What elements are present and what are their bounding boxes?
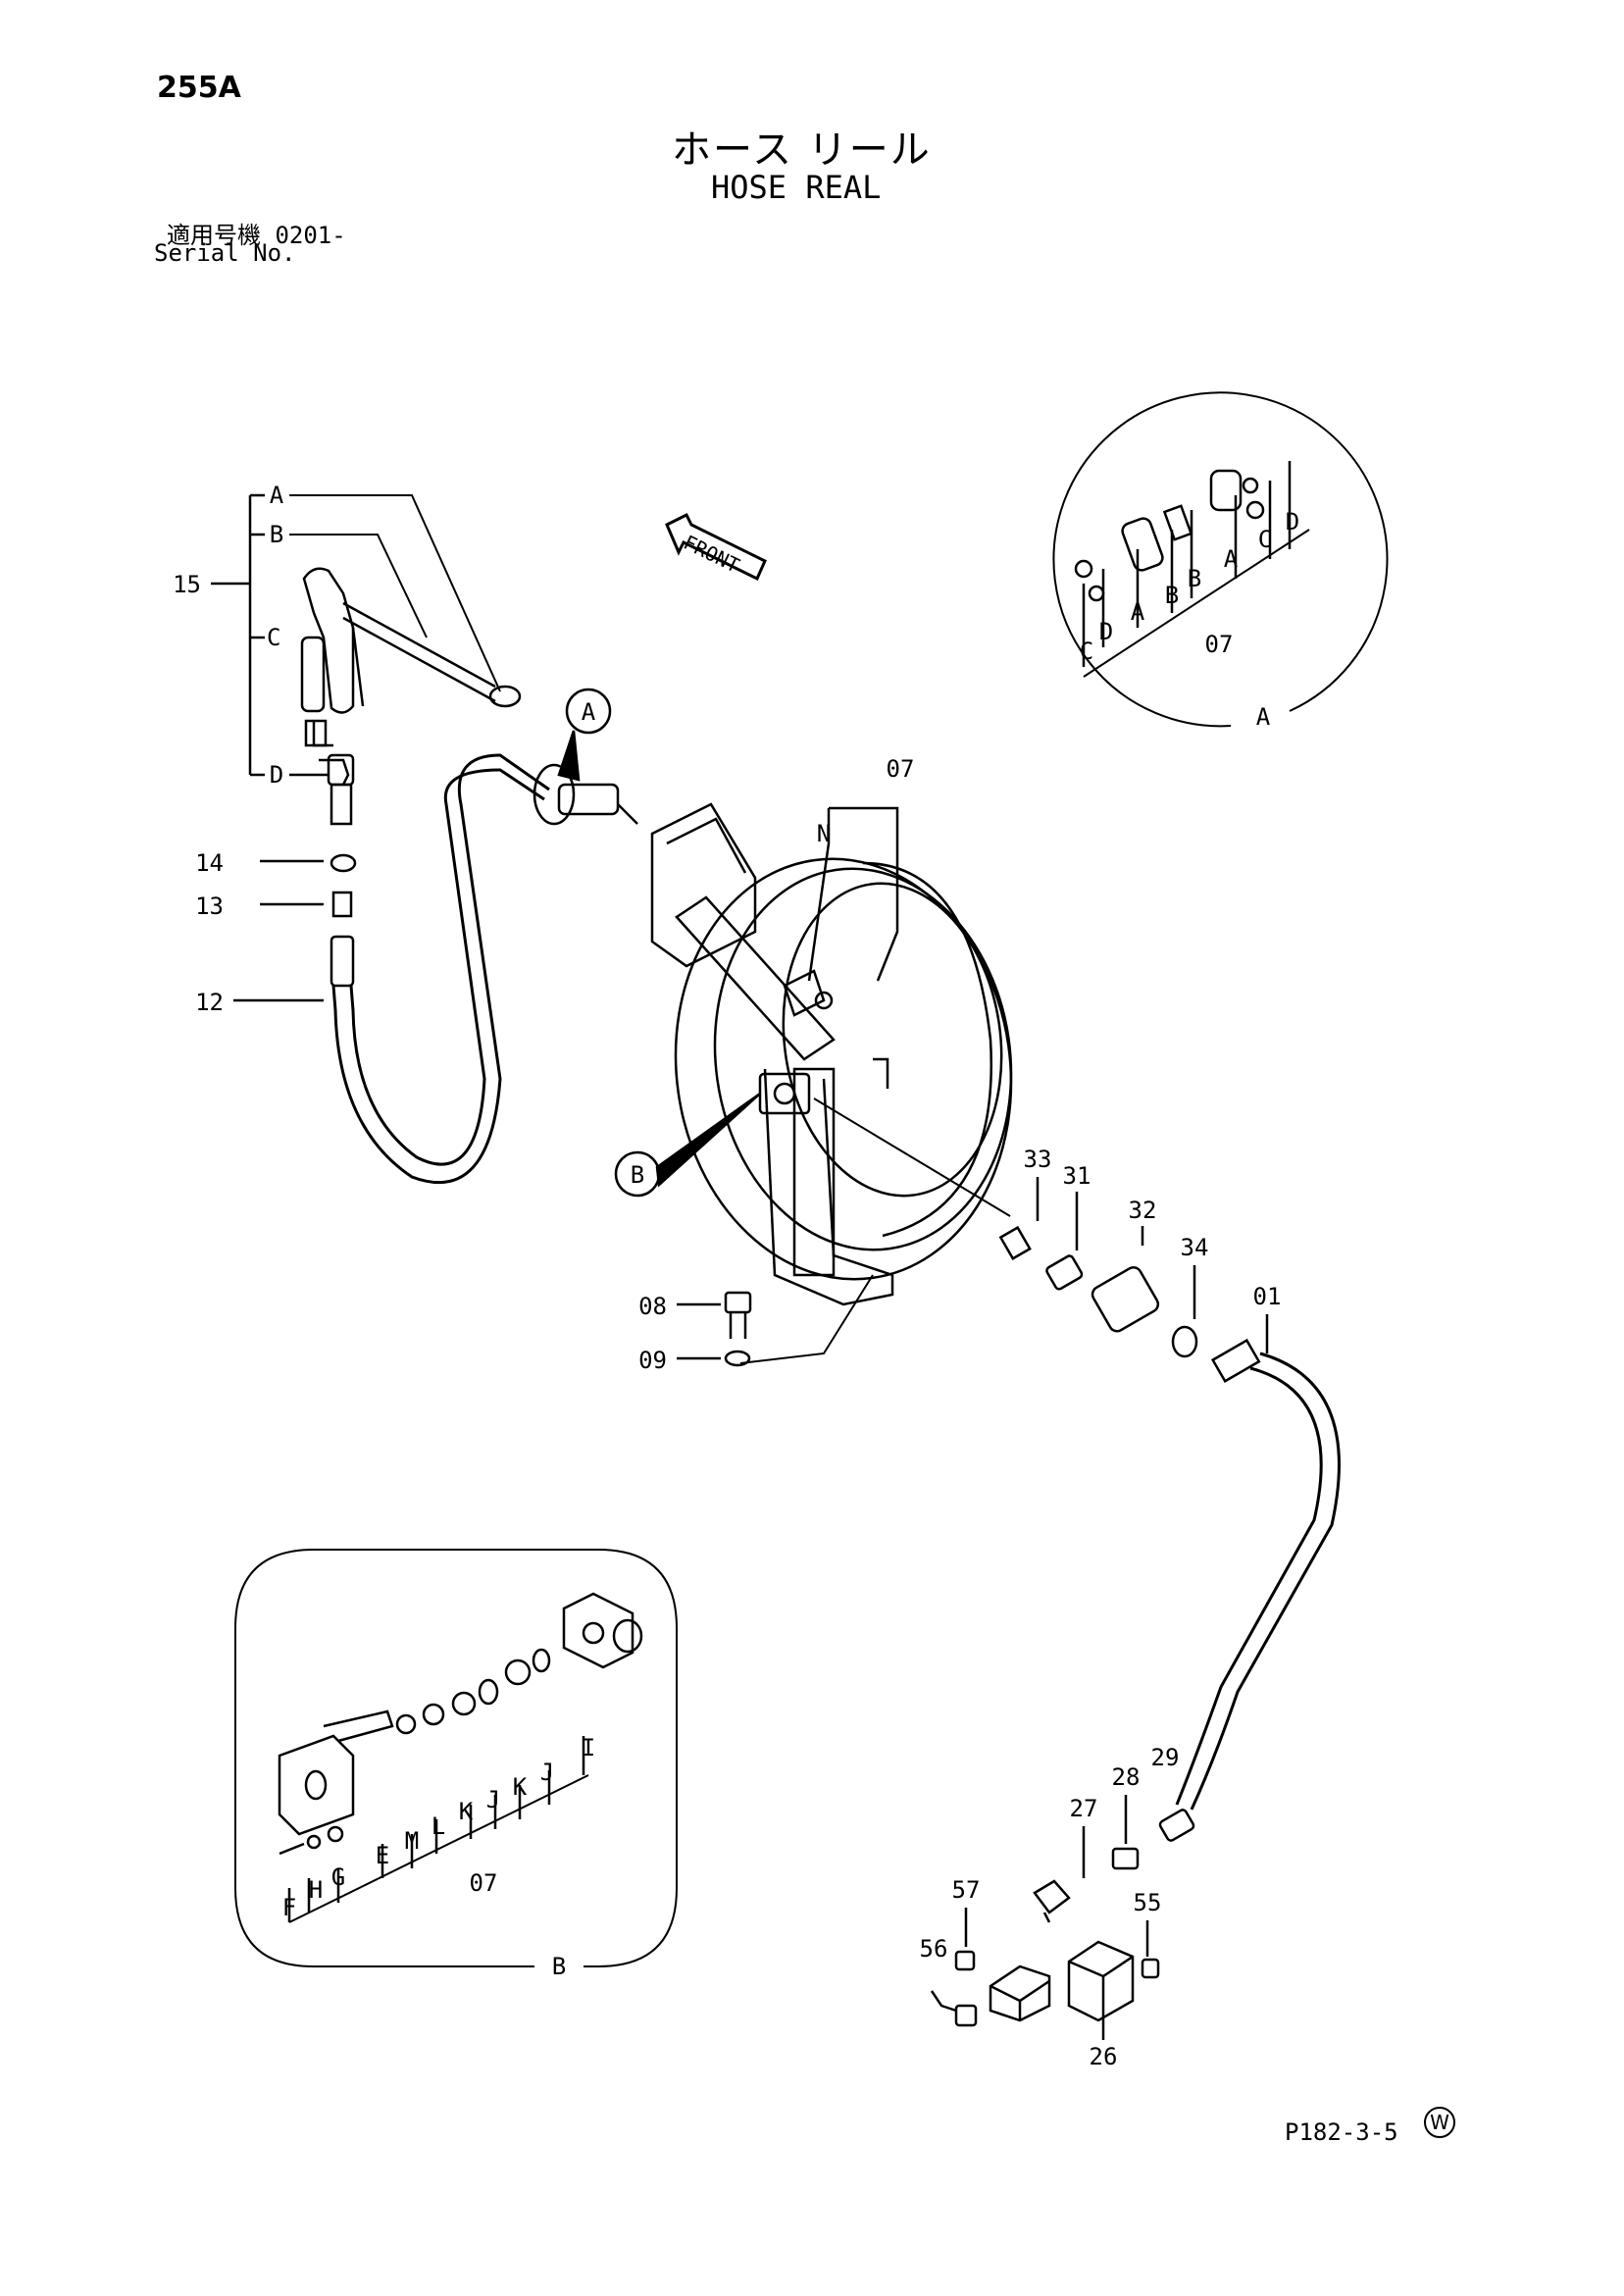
hose-reel <box>650 802 1013 1364</box>
items-12-14 <box>233 753 550 1185</box>
label-27: 27 <box>1070 1795 1098 1822</box>
detailB-ref-07: 07 <box>470 1869 498 1897</box>
item07-bracket <box>807 806 899 982</box>
page-code: 255A <box>157 71 241 105</box>
detailB-tag: B <box>552 1953 566 1980</box>
label-01: 01 <box>1253 1283 1282 1310</box>
detailA-label-A1: A <box>1131 598 1145 626</box>
detailB-label-M: M <box>405 1827 419 1855</box>
label-14: 14 <box>195 849 224 877</box>
label-31: 31 <box>1063 1162 1091 1190</box>
front-label: FRONT <box>680 531 743 578</box>
callout-B <box>614 1092 761 1198</box>
detailB-label-K1: K <box>459 1798 474 1825</box>
detailA-label-C: C <box>1080 638 1093 665</box>
serial-label-japanese: 適用号機 0201- <box>167 222 346 249</box>
detailA-label-B2: B <box>1188 565 1201 592</box>
label-09: 09 <box>638 1347 667 1374</box>
spray-gun <box>300 567 522 826</box>
label-13: 13 <box>195 893 224 920</box>
label-56: 56 <box>920 1935 948 1963</box>
label-55: 55 <box>1134 1889 1162 1916</box>
label-15-B: B <box>270 521 283 548</box>
detail-A <box>1052 391 1389 728</box>
detailB-label-K2: K <box>513 1773 528 1801</box>
detailB-label-L: L <box>431 1812 445 1840</box>
label-15-C: C <box>267 624 280 651</box>
bolt-08-washer-09 <box>677 1291 752 1367</box>
serial-label-english: Serial No. <box>154 239 296 267</box>
detailA-ref-07: 07 <box>1205 631 1234 658</box>
label-15-A: A <box>270 482 284 509</box>
detailB-label-G: G <box>331 1863 345 1891</box>
item15-group <box>211 493 501 777</box>
detail-B <box>234 1549 678 1967</box>
callout-A-circle <box>565 688 612 735</box>
detailB-label-I: I <box>582 1734 595 1761</box>
detailB-label-F: F <box>282 1894 296 1921</box>
label-26: 26 <box>1090 2043 1118 2070</box>
hose-end-fitting <box>533 688 638 826</box>
front-arrow: FRONT <box>665 512 767 582</box>
label-29: 29 <box>1151 1744 1180 1771</box>
label-N: N <box>817 820 831 847</box>
page-title-english: HOSE REAL <box>711 169 882 206</box>
detailA-label-B1: B <box>1165 582 1179 609</box>
label-28: 28 <box>1112 1763 1141 1791</box>
label-15: 15 <box>173 571 201 598</box>
label-15-D: D <box>270 761 283 789</box>
label-32: 32 <box>1129 1197 1157 1224</box>
label-12: 12 <box>195 989 224 1016</box>
page-reference: P182-3-5 <box>1285 2118 1398 2146</box>
detailA-tag: A <box>1256 703 1271 731</box>
fittings-chain <box>998 1177 1341 1811</box>
callout-B-label: B <box>631 1161 644 1189</box>
label-33: 33 <box>1024 1146 1052 1173</box>
detailB-label-H: H <box>309 1876 323 1904</box>
label-57: 57 <box>952 1876 981 1904</box>
detailA-label-D: D <box>1099 618 1113 645</box>
label-08: 08 <box>638 1293 667 1320</box>
label-34: 34 <box>1181 1234 1209 1261</box>
page-title-japanese: ホース リール <box>672 128 932 173</box>
detailB-label-J2: J <box>540 1759 554 1786</box>
detailA-label-D2: D <box>1286 508 1299 536</box>
detailB-label-E: E <box>376 1842 389 1869</box>
detailA-label-A2: A <box>1224 545 1239 573</box>
callout-A-label: A <box>582 698 596 726</box>
detailB-label-J1: J <box>486 1786 500 1813</box>
watermark-symbol: W <box>1424 2107 1455 2138</box>
detailA-label-C2: C <box>1258 526 1272 553</box>
bottom-fittings <box>930 1795 1195 2040</box>
label-07: 07 <box>887 755 915 783</box>
